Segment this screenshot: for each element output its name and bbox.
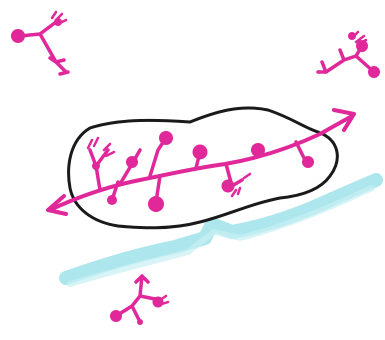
- free-molecule-bottom: [110, 276, 168, 325]
- free-molecule-top-right: [318, 32, 380, 78]
- free-molecule-top-left: [11, 12, 68, 74]
